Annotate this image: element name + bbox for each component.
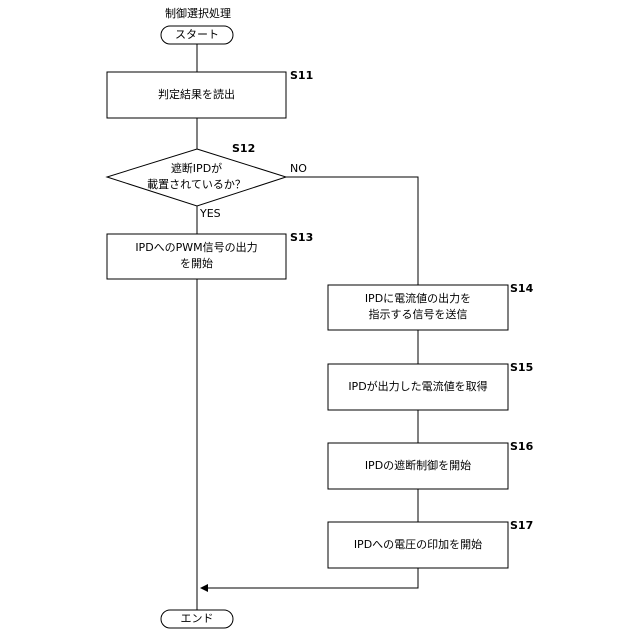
step-id-s13: S13: [290, 232, 313, 244]
process-text-s16: IPDの遮断制御を開始: [328, 458, 508, 474]
flowchart-title: 制御選択処理: [161, 8, 235, 20]
step-id-s14: S14: [510, 283, 533, 295]
step-id-s11: S11: [290, 70, 313, 82]
connector-s17-merge: [201, 568, 418, 588]
process-text-line: IPDへのPWM信号の出力: [107, 240, 286, 256]
process-text-s17: IPDへの電圧の印加を開始: [328, 537, 508, 553]
process-text-line: 判定結果を読出: [107, 87, 286, 103]
process-text-s15: IPDが出力した電流値を取得: [328, 379, 508, 395]
step-id-s12: S12: [232, 143, 255, 155]
process-text-line: IPDが出力した電流値を取得: [328, 379, 508, 395]
branch-label-yes: YES: [200, 208, 221, 220]
decision-text-s12: 遮断IPDが 載置されているか？: [107, 161, 286, 193]
decision-text-line: 載置されているか？: [107, 177, 286, 193]
step-id-s17: S17: [510, 520, 533, 532]
decision-text-line: 遮断IPDが: [107, 161, 286, 177]
process-text-line: IPDの遮断制御を開始: [328, 458, 508, 474]
end-label: エンド: [161, 613, 233, 625]
step-id-s16: S16: [510, 441, 533, 453]
branch-label-no: NO: [290, 163, 307, 175]
process-text-line: を開始: [107, 256, 286, 272]
process-text-s14: IPDに電流値の出力を 指示する信号を送信: [328, 291, 508, 323]
process-text-line: IPDに電流値の出力を: [328, 291, 508, 307]
process-text-line: IPDへの電圧の印加を開始: [328, 537, 508, 553]
process-text-s11: 判定結果を読出: [107, 87, 286, 103]
process-text-line: 指示する信号を送信: [328, 307, 508, 323]
process-text-s13: IPDへのPWM信号の出力 を開始: [107, 240, 286, 272]
start-label: スタート: [161, 29, 233, 41]
step-id-s15: S15: [510, 362, 533, 374]
